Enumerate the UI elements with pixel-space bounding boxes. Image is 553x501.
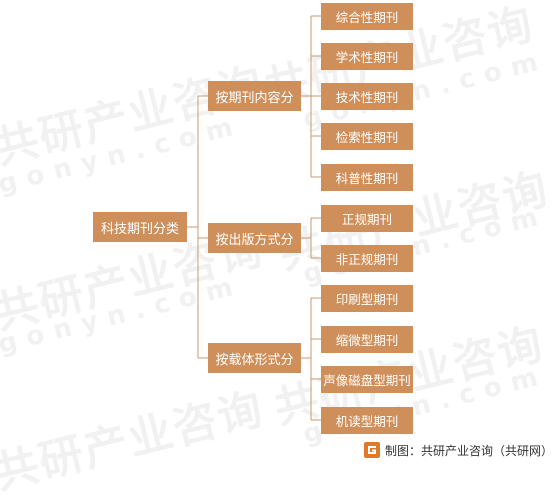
leaf-node: 声像磁盘型期刊 [321,366,413,393]
footer-credit-text: 制图：共研产业咨询（共研网） [385,443,553,458]
branch-node-content: 按期刊内容分 [208,81,301,111]
leaf-node: 检索性期刊 [321,123,413,150]
root-node: 科技期刊分类 [93,212,187,242]
leaf-node: 技术性期刊 [321,83,413,110]
leaf-node: 正规期刊 [321,205,413,232]
leaf-node: 科普性期刊 [321,164,413,191]
branch-node-publishing: 按出版方式分 [208,223,301,253]
branch-node-carrier: 按载体形式分 [208,343,301,373]
footer-credit: 制图：共研产业咨询（共研网） [364,441,553,459]
leaf-node: 缩微型期刊 [321,326,413,353]
leaf-node: 综合性期刊 [321,3,413,30]
leaf-node: 印刷型期刊 [321,285,413,312]
connector-lines [187,15,321,421]
leaf-node: 非正规期刊 [321,245,413,272]
leaf-node: 学术性期刊 [321,43,413,70]
brand-logo-icon [364,442,380,458]
leaf-node: 机读型期刊 [321,407,413,434]
